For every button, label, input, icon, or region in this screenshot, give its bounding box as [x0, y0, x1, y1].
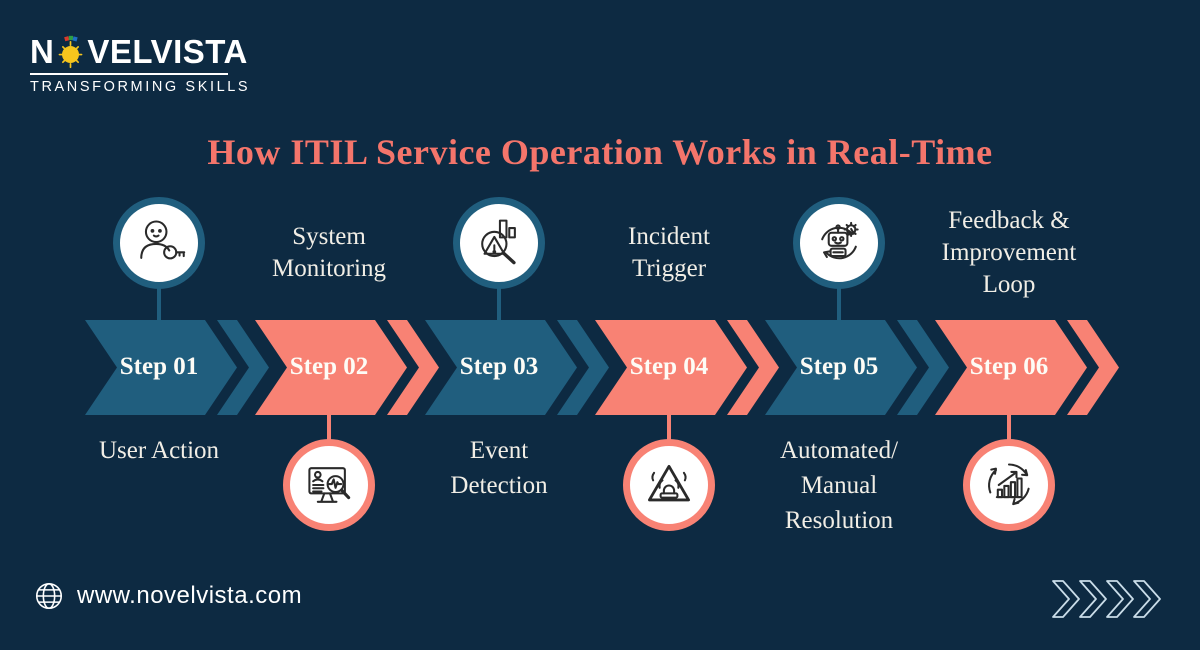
step-6-name: Feedback & Improvement Loop [941, 207, 1077, 298]
search-warning-icon [481, 219, 516, 265]
step-5-label: Step 05 [799, 353, 879, 380]
step-2-chevron [255, 320, 407, 415]
user-key-icon [140, 220, 186, 260]
step-3-connector [497, 286, 501, 324]
step-arrow-band [85, 320, 1119, 415]
step-1-chevron-separator [217, 320, 269, 415]
step-1-icon-circle [113, 197, 205, 289]
step-6-chevron [935, 320, 1087, 415]
footer: www.novelvista.com [33, 580, 302, 612]
step-4-name: Incident Trigger [628, 223, 710, 282]
step-5-name: Automated/ Manual Resolution [779, 437, 899, 534]
logo-text-suffix: VELVISTA [87, 33, 248, 70]
step-1-name: User Action [98, 437, 220, 464]
monitor-analysis-icon [308, 467, 351, 503]
step-2-icon-circle [283, 439, 375, 531]
alarm-triangle-icon [648, 464, 690, 502]
step-3-chevron [425, 320, 577, 415]
step-3-label: Step 03 [459, 353, 539, 380]
globe-icon [35, 582, 63, 610]
step-4-chevron-separator [727, 320, 779, 415]
step-1-label: Step 01 [119, 353, 199, 380]
step-4-chevron [595, 320, 747, 415]
website-url: www.novelvista.com [77, 582, 303, 609]
logo-divider [30, 73, 228, 75]
step-6-chevron-separator [1067, 320, 1119, 415]
step-3-icon-circle [453, 197, 545, 289]
step-3-name: Event Detection [450, 437, 548, 499]
chart-loop-icon [988, 463, 1030, 506]
novelvista-logo: N VELVISTA TRANSFORMING SKILLS [30, 33, 251, 95]
page-title: How ITIL Service Operation Works in Real… [207, 132, 993, 172]
step-2-label: Step 02 [289, 353, 369, 380]
sun-logo-icon [55, 35, 86, 69]
step-3-chevron-separator [557, 320, 609, 415]
step-5-chevron [765, 320, 917, 415]
logo-text-prefix: N [30, 33, 55, 70]
step-6-connector [1007, 412, 1011, 444]
step-5-connector [837, 286, 841, 324]
step-6-label: Step 06 [969, 353, 1049, 380]
logo-wordmark: N VELVISTA [30, 33, 247, 70]
step-5-chevron-separator [897, 320, 949, 415]
step-6-icon-circle [963, 439, 1055, 531]
step-5-icon-circle [793, 197, 885, 289]
step-2-chevron-separator [387, 320, 439, 415]
step-4-icon-circle [623, 439, 715, 531]
robot-loop-icon [821, 221, 859, 260]
step-4-connector [667, 412, 671, 444]
step-2-name: System Monitoring [272, 223, 386, 282]
step-4-label: Step 04 [629, 353, 709, 380]
step-2-connector [327, 412, 331, 444]
forward-chevrons-icon [1052, 580, 1161, 618]
logo-tagline: TRANSFORMING SKILLS [30, 79, 251, 95]
step-1-connector [157, 286, 161, 324]
step-1-chevron [85, 320, 237, 415]
